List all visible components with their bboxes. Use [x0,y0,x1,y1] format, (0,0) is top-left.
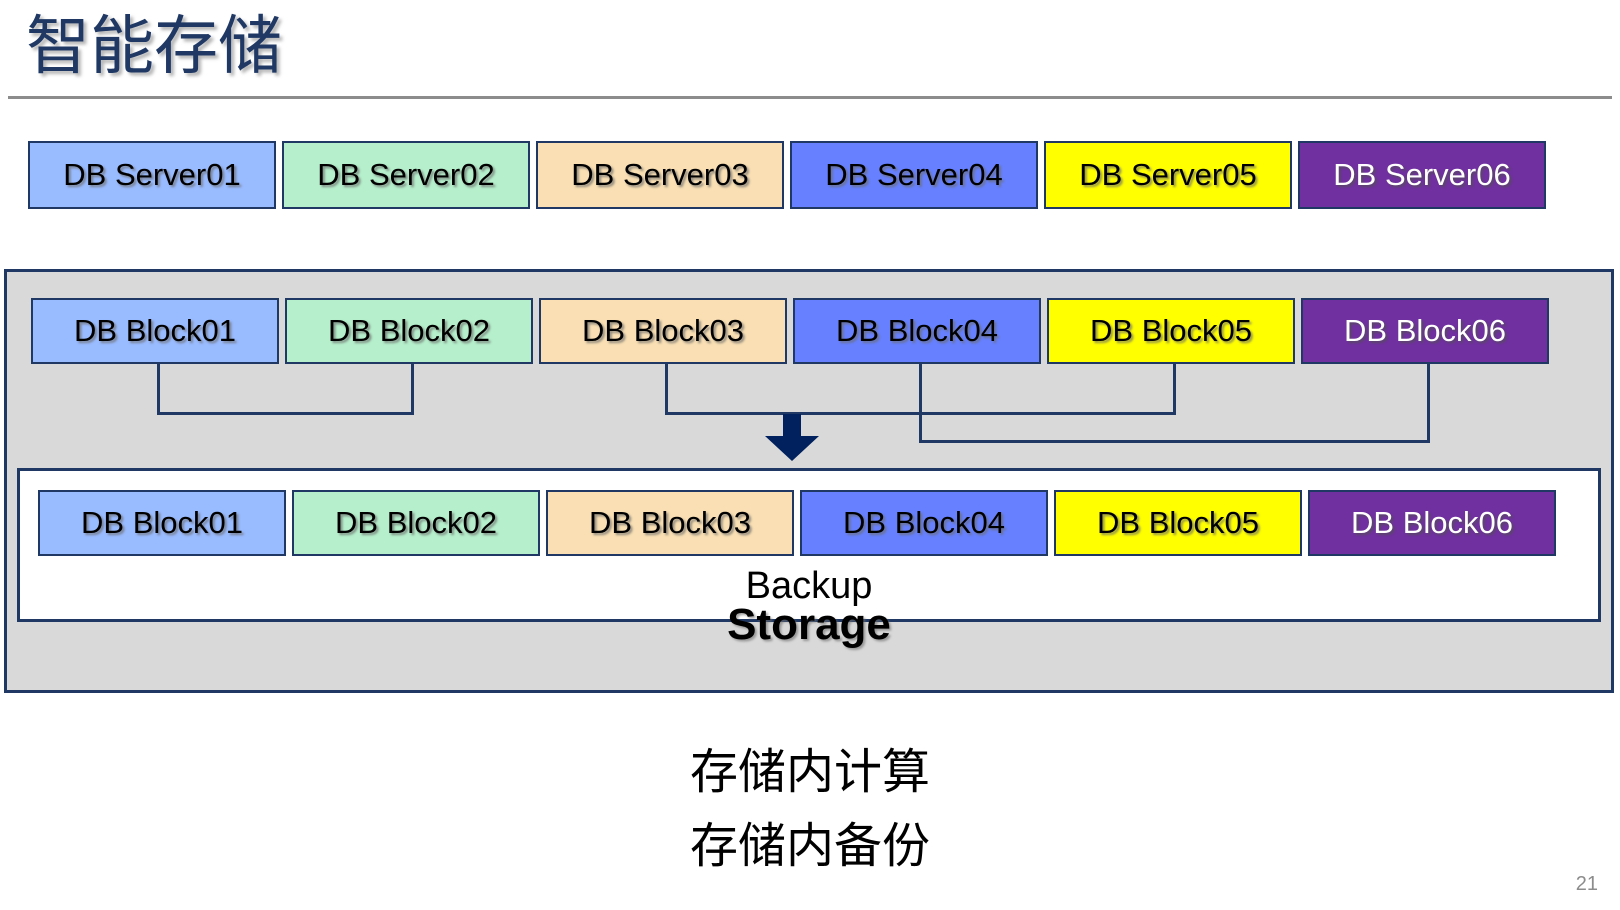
backup-label: Backup [745,565,873,607]
db-server-box-3[interactable]: DB Server03 [536,141,784,209]
connector-block04-block06-crossbar [919,440,1430,443]
db-server-box-1[interactable]: DB Server01 [28,141,276,209]
caption-block: 存储内计算 存储内备份 [0,736,1620,884]
backup-db-block-box-5[interactable]: DB Block05 [1054,490,1302,556]
page-title: 智能存储 [26,10,282,82]
db-block-box-5[interactable]: DB Block05 [1047,298,1295,364]
backup-db-block-box-2[interactable]: DB Block02 [292,490,540,556]
connector-block03-block05-left-leg [665,364,668,412]
db-server-box-5[interactable]: DB Server05 [1044,141,1292,209]
db-server-box-4[interactable]: DB Server04 [790,141,1038,209]
connector-block04-block06-right-leg [1427,364,1430,440]
caption-line-1: 存储内计算 [689,746,930,799]
backup-db-block-box-3[interactable]: DB Block03 [546,490,794,556]
connector-block01-block02-crossbar [157,412,414,415]
db-block-box-6[interactable]: DB Block06 [1301,298,1549,364]
title-divider [8,96,1612,99]
db-server-box-2[interactable]: DB Server02 [282,141,530,209]
backup-db-block-box-4[interactable]: DB Block04 [800,490,1048,556]
db-block-box-3[interactable]: DB Block03 [539,298,787,364]
connector-block01-block02-left-leg [157,364,160,412]
connector-block03-block05-right-leg [1173,364,1176,412]
caption-line-2: 存储内备份 [689,820,930,873]
db-server-box-6[interactable]: DB Server06 [1298,141,1546,209]
page-number: 21 [1575,873,1598,895]
connector-block01-block02-right-leg [411,364,414,412]
backup-db-block-box-6[interactable]: DB Block06 [1308,490,1556,556]
db-block-box-2[interactable]: DB Block02 [285,298,533,364]
connector-block04-block06-left-leg [919,364,922,440]
copy-down-arrow-icon [765,414,819,461]
storage-label: Storage [727,600,891,649]
db-block-box-4[interactable]: DB Block04 [793,298,1041,364]
db-block-box-1[interactable]: DB Block01 [31,298,279,364]
backup-db-block-box-1[interactable]: DB Block01 [38,490,286,556]
